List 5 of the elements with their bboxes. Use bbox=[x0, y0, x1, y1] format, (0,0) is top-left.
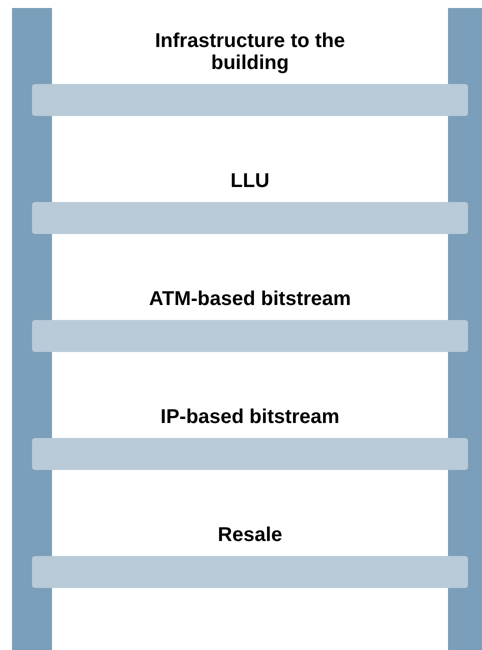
rung-label: Resale bbox=[218, 524, 282, 546]
rung-label: LLU bbox=[230, 170, 270, 192]
rung-label: IP-based bitstream bbox=[160, 406, 340, 428]
rung-label: ATM-based bitstream bbox=[149, 288, 351, 310]
rung-label: Infrastructure to the building bbox=[154, 30, 346, 74]
